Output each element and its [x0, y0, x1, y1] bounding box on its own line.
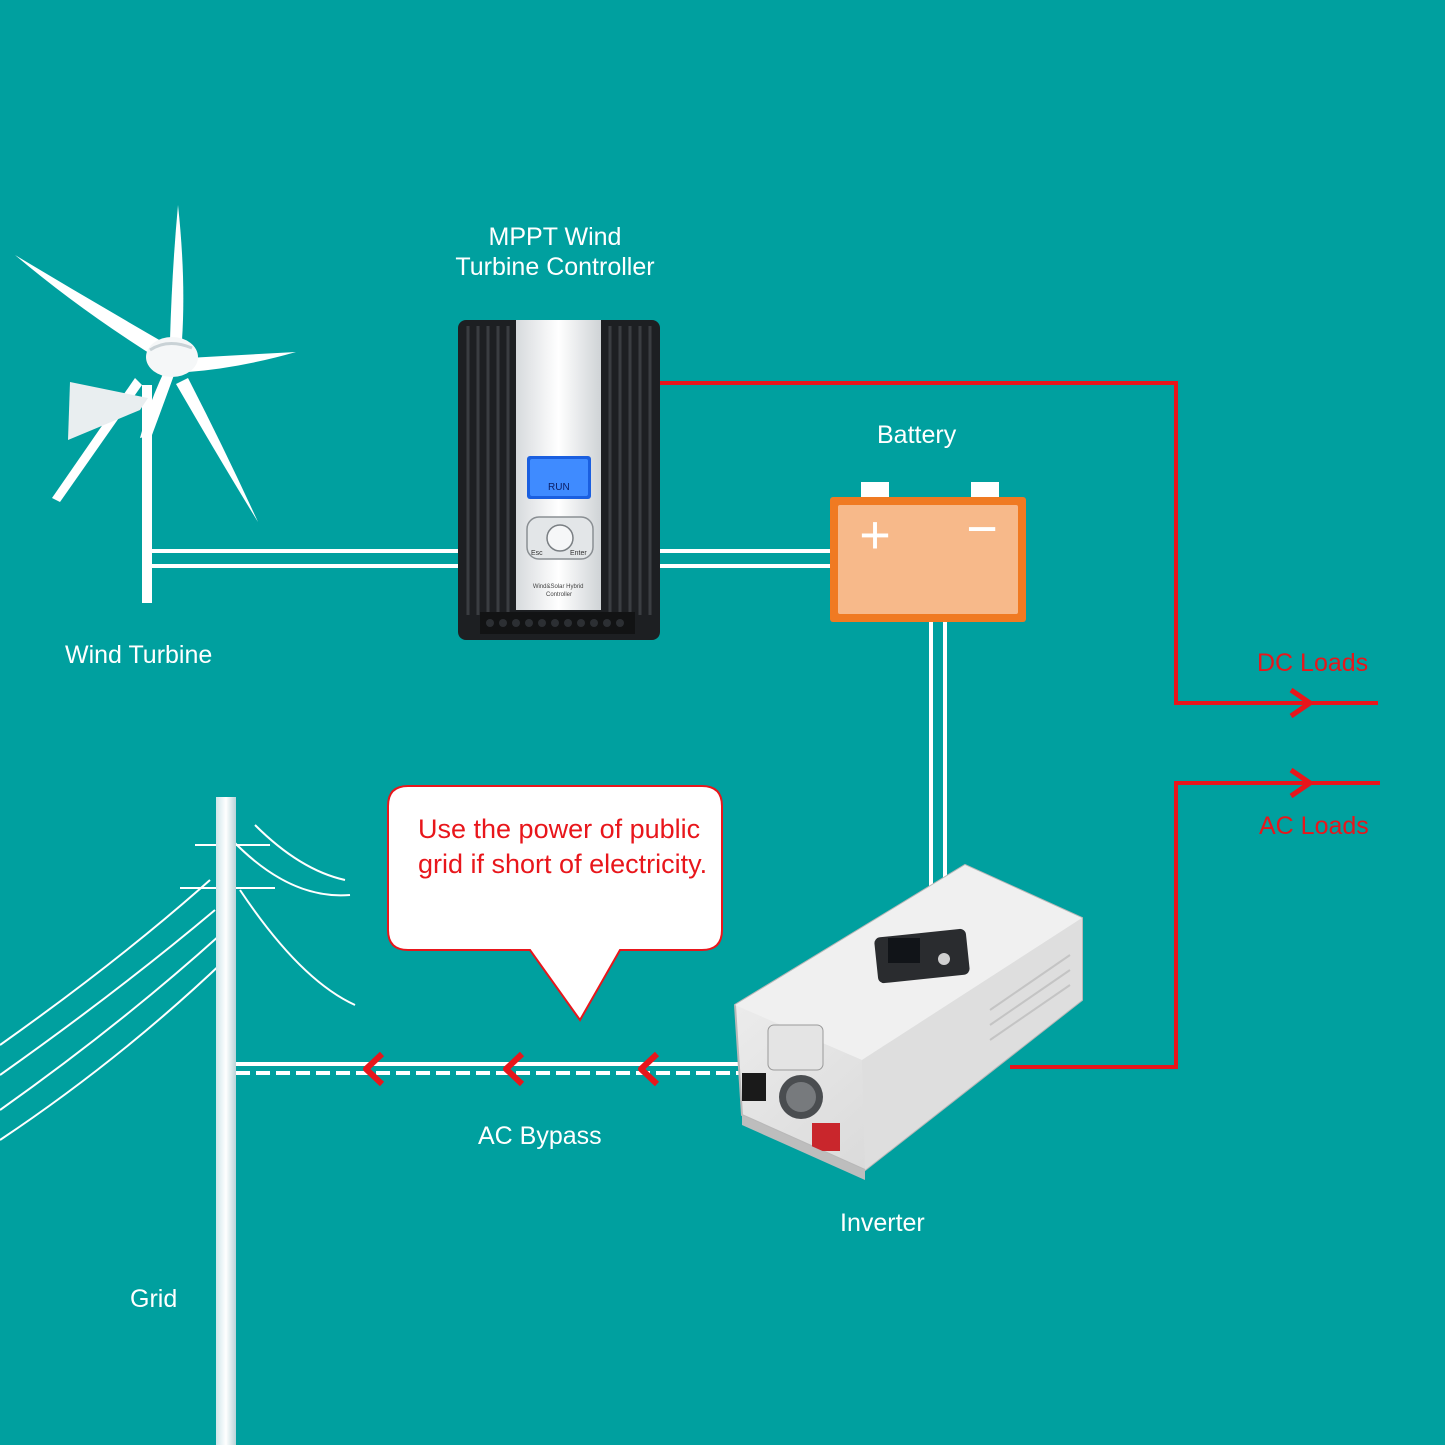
grid-label: Grid: [130, 1285, 178, 1313]
wind-to-controller-line: [152, 549, 460, 568]
battery: + −: [830, 482, 1026, 622]
controller-caption-line2: Controller: [546, 592, 572, 598]
controller-to-battery-line: [658, 549, 830, 568]
inverter-label: Inverter: [840, 1209, 925, 1237]
battery-label: Battery: [877, 421, 957, 449]
controller-esc-button[interactable]: Esc: [531, 550, 543, 557]
controller-caption: Wind&Solar Hybrid Controller: [533, 584, 585, 598]
wind-turbine: [15, 205, 296, 603]
wind-turbine-label: Wind Turbine: [65, 641, 213, 669]
ac-bypass-arrows: [363, 1051, 660, 1087]
ac-bypass-label: AC Bypass: [478, 1122, 602, 1150]
controller-enter-button[interactable]: Enter: [570, 550, 587, 557]
controller-caption-line1: Wind&Solar Hybrid: [533, 584, 584, 590]
ac-loads-line: [1010, 767, 1380, 1069]
callout-bubble: [387, 785, 723, 1022]
controller-label-line1: MPPT Wind: [488, 223, 622, 251]
battery-plus-icon: +: [859, 505, 891, 565]
dc-loads-line: [658, 381, 1378, 719]
battery-minus-icon: −: [966, 499, 998, 559]
callout-text: Use the power of public grid if short of…: [418, 814, 708, 879]
controller-label: MPPT Wind Turbine Controller: [430, 222, 680, 282]
controller-label-line2: Turbine Controller: [455, 253, 655, 281]
dc-loads-label: DC Loads: [1257, 649, 1369, 677]
battery-to-inverter-line: [929, 622, 947, 888]
grid-pole: [0, 797, 356, 1445]
inverter: [733, 863, 1083, 1180]
mppt-controller: RUN Esc Enter Wind&Solar Hybrid Controll…: [458, 320, 660, 640]
ac-bypass-line: [236, 1062, 740, 1075]
ac-loads-label: AC Loads: [1259, 812, 1369, 840]
controller-lcd-text: RUN: [548, 482, 570, 493]
